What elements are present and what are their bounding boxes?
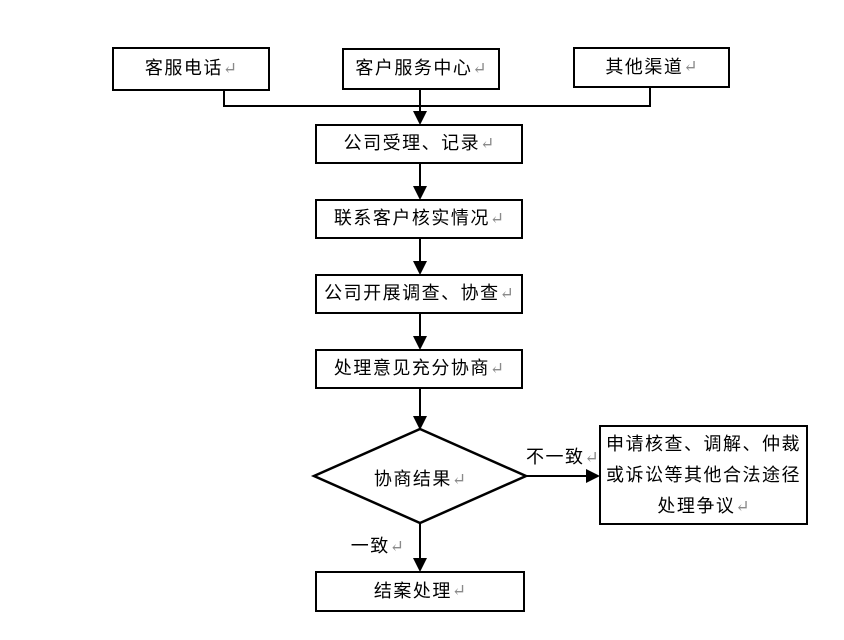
merge-connector [223, 88, 651, 107]
node-label: 结案处理 [373, 580, 452, 601]
node-label: 公司受理、记录 [343, 133, 481, 154]
node-label: 客服电话 [144, 58, 223, 79]
return-mark: ↵ [489, 208, 505, 228]
arrowhead-into-step4 [413, 336, 427, 350]
node-label: 申请核查、调解、仲裁或诉讼等其他合法途径处理争议 [606, 433, 801, 516]
edge-label-text: 一致 [350, 536, 390, 556]
return-mark: ↵ [735, 496, 750, 516]
edge-label-text: 不一致 [526, 447, 585, 467]
edge-label-consistent: 一致↵ [342, 532, 404, 558]
node-label: 公司开展调查、协查 [324, 283, 500, 304]
node-label: 联系客户核实情况 [333, 208, 490, 229]
flow-node-alternative-dispute-resolution: 申请核查、调解、仲裁或诉讼等其他合法途径处理争议↵ [599, 425, 808, 525]
return-mark: ↵ [451, 470, 467, 489]
flow-node-other-channels: 其他渠道↵ [573, 47, 730, 88]
return-mark: ↵ [499, 283, 514, 303]
return-mark: ↵ [480, 133, 495, 153]
flow-node-contact-verify: 联系客户核实情况↵ [315, 199, 523, 239]
return-mark: ↵ [222, 58, 238, 78]
return-mark: ↵ [451, 581, 467, 601]
node-label: 客户服务中心 [355, 58, 473, 79]
return-mark: ↵ [683, 57, 698, 77]
return-mark: ↵ [584, 448, 599, 467]
flow-node-close-case: 结案处理↵ [315, 571, 525, 612]
arrowhead-into-step3 [413, 261, 427, 275]
flow-node-service-phone: 客服电话↵ [112, 47, 270, 91]
return-mark: ↵ [489, 358, 505, 378]
arrowhead-into-step1 [413, 111, 427, 125]
flow-node-negotiate-opinion: 处理意见充分协商↵ [315, 349, 523, 389]
arrowhead-into-alt [586, 469, 600, 483]
edge-label-not-consistent: 不一致↵ [526, 443, 599, 469]
return-mark: ↵ [472, 58, 487, 78]
node-label: 处理意见充分协商 [333, 358, 490, 379]
flow-node-accept-record: 公司受理、记录↵ [315, 124, 523, 164]
flow-node-decision-label: 协商结果↵ [345, 465, 495, 491]
arrowhead-into-decision [413, 416, 427, 430]
node-label: 协商结果 [373, 469, 452, 489]
return-mark: ↵ [389, 537, 404, 556]
node-label-wrap: 申请核查、调解、仲裁或诉讼等其他合法途径处理争议↵ [604, 429, 803, 522]
arrowhead-into-end [413, 558, 427, 572]
node-label: 其他渠道 [605, 56, 684, 77]
arrowhead-into-step2 [413, 186, 427, 200]
flow-node-investigate: 公司开展调查、协查↵ [315, 274, 523, 314]
flow-node-customer-service-center: 客户服务中心↵ [342, 48, 500, 90]
